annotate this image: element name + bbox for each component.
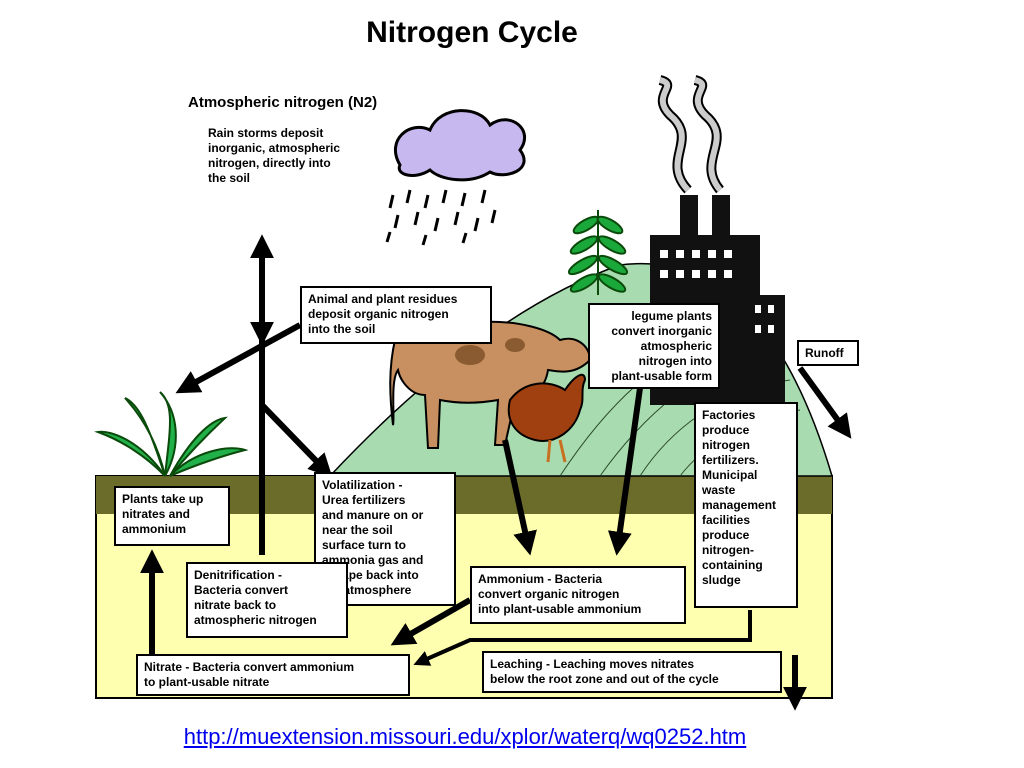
legume-box: legume plants convert inorganic atmosphe… — [588, 303, 720, 389]
arrow-ammonium-to-denitrification — [390, 597, 472, 646]
atmospheric-nitrogen-heading: Atmospheric nitrogen (N2) — [188, 94, 378, 111]
leaching-box: Leaching - Leaching moves nitrates below… — [482, 651, 782, 693]
source-link[interactable]: http://muextension.missouri.edu/xplor/wa… — [183, 724, 747, 749]
ammonium-box: Ammonium - Bacteria convert organic nitr… — [470, 566, 686, 624]
arrow-factory-to-nitrate — [413, 610, 752, 666]
page-title: Nitrogen Cycle — [366, 16, 578, 49]
factories-box: Factories produce nitrogen fertilizers. … — [694, 402, 798, 608]
leafy-plant — [94, 391, 249, 477]
arrow-volatilization-diagonal — [259, 402, 333, 478]
volatilization-box: Volatilization - Urea fertilizers and ma… — [314, 472, 456, 606]
arrow-cow-to-ammonium — [502, 439, 537, 556]
plants-take-up-box: Plants take up nitrates and ammonium — [114, 486, 230, 546]
hen-illustration — [507, 373, 587, 463]
arrow-runoff — [797, 366, 852, 439]
rain-cloud — [385, 109, 527, 246]
nitrate-box: Nitrate - Bacteria convert ammonium to p… — [136, 654, 410, 696]
residues-box: Animal and plant residues deposit organi… — [300, 286, 492, 344]
denitrification-box: Denitrification - Bacteria convert nitra… — [186, 562, 348, 638]
arrow-residues-to-plant — [175, 322, 302, 394]
arrow-legume-to-ammonium — [607, 387, 643, 556]
runoff-box: Runoff — [797, 340, 859, 366]
legume-plant — [567, 210, 629, 295]
rain-note: Rain storms deposit inorganic, atmospher… — [208, 126, 341, 185]
